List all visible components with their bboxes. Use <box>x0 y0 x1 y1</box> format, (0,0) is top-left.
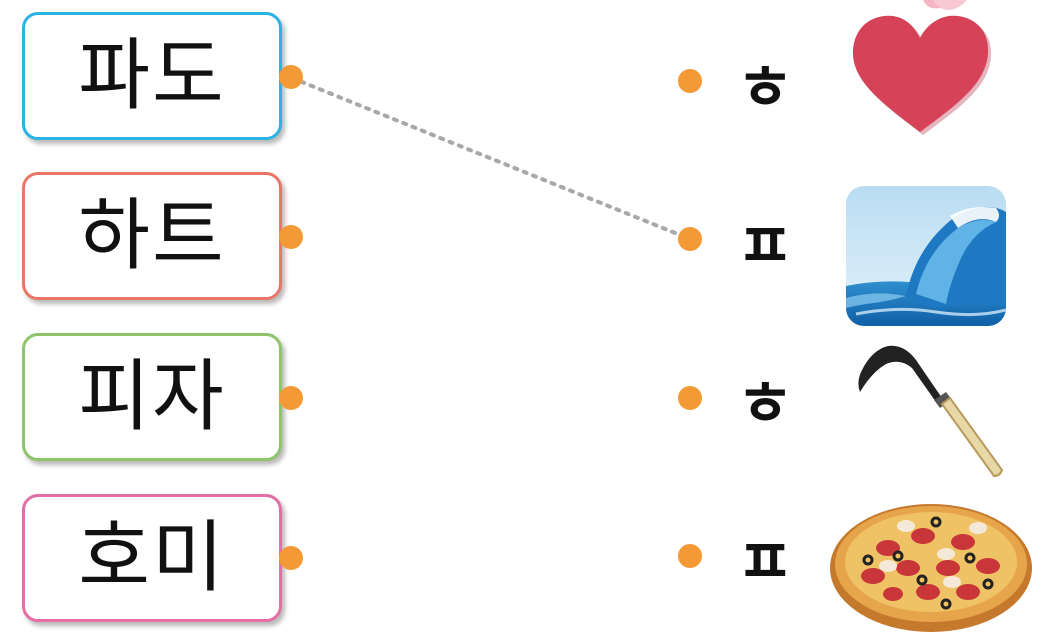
right-connect-dot[interactable] <box>678 386 702 410</box>
right-connect-dot[interactable] <box>678 69 702 93</box>
heart-icon[interactable] <box>845 0 995 140</box>
pizza-picture[interactable] <box>828 496 1034 636</box>
consonant-label: ㅍ <box>736 209 794 282</box>
hoe-picture[interactable] <box>850 342 1010 482</box>
word-label: 호미 <box>78 513 226 603</box>
wave-picture[interactable] <box>846 186 1006 326</box>
word-card-heart[interactable]: 하트 <box>22 172 282 300</box>
left-connect-dot[interactable] <box>279 65 303 89</box>
consonant-label: ㅍ <box>736 525 794 598</box>
word-card-homi[interactable]: 호미 <box>22 494 282 622</box>
right-connect-dot[interactable] <box>678 544 702 568</box>
left-connect-dot[interactable] <box>279 225 303 249</box>
right-connect-dot[interactable] <box>678 227 702 251</box>
left-connect-dot[interactable] <box>279 386 303 410</box>
left-connect-dot[interactable] <box>279 546 303 570</box>
word-label: 하트 <box>78 191 226 281</box>
word-card-pado[interactable]: 파도 <box>22 12 282 140</box>
consonant-label: ㅎ <box>736 51 794 124</box>
word-label: 피자 <box>78 352 226 442</box>
word-card-pizza[interactable]: 피자 <box>22 333 282 461</box>
word-label: 파도 <box>78 31 226 121</box>
consonant-label: ㅎ <box>736 367 794 440</box>
